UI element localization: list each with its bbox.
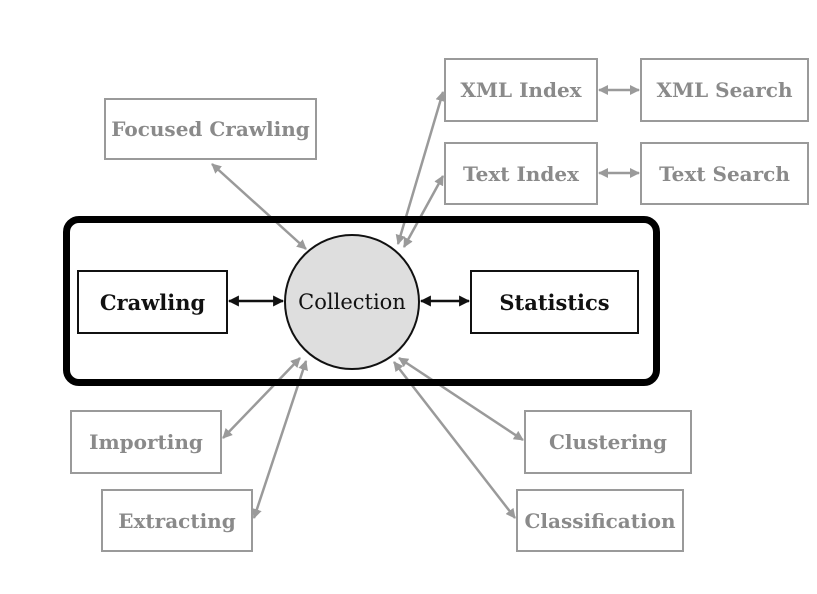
edge-focused-crawling-collection	[211, 163, 307, 250]
node-text-search: Text Search	[640, 142, 809, 205]
node-classification: Classification	[516, 489, 684, 552]
node-focused-crawling: Focused Crawling	[104, 98, 317, 160]
node-importing: Importing	[70, 410, 222, 474]
node-statistics: Statistics	[470, 270, 639, 334]
node-xml-index: XML Index	[444, 58, 598, 122]
node-collection: Collection	[284, 234, 420, 370]
node-clustering: Clustering	[524, 410, 692, 474]
edge-collection-text-index	[402, 175, 445, 248]
edge-collection-extracting	[252, 360, 308, 519]
node-text-index: Text Index	[444, 142, 598, 205]
node-crawling: Crawling	[77, 270, 228, 334]
node-xml-search: XML Search	[640, 58, 809, 122]
core-system-frame	[63, 216, 660, 386]
node-extracting: Extracting	[101, 489, 253, 552]
edge-collection-classification	[393, 361, 516, 519]
